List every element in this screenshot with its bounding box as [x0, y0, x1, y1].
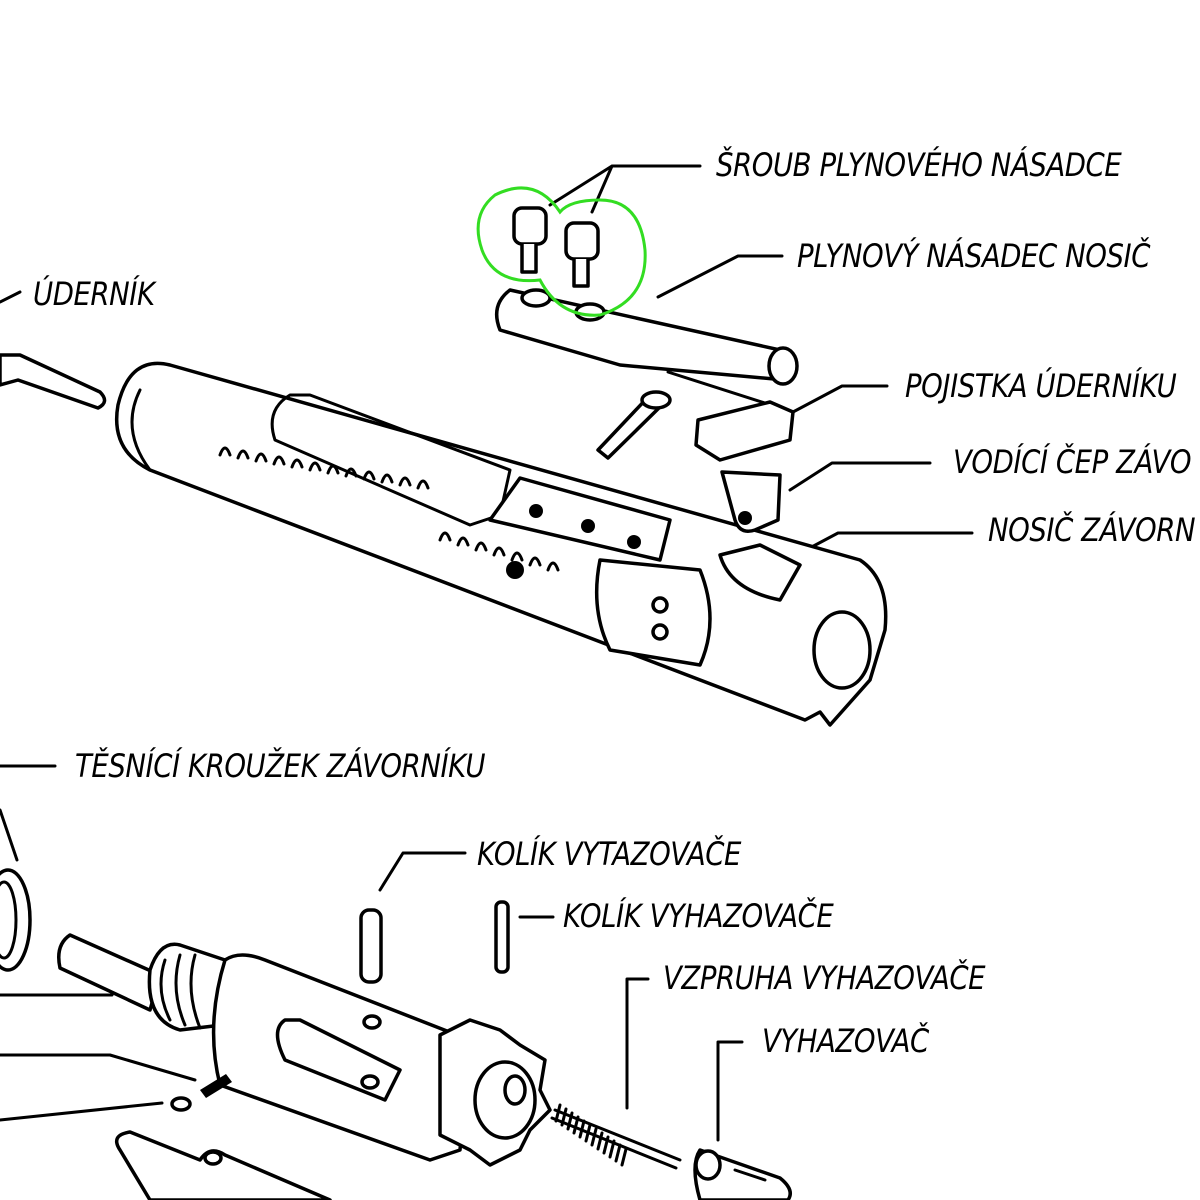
label-bolt-carrier: NOSIČ ZÁVORN	[988, 511, 1196, 549]
gas-key-part	[494, 288, 799, 386]
label-firing-pin-retainer: POJISTKA ÚDERNÍKU	[905, 367, 1177, 405]
leader-extractor-plunger	[0, 1101, 164, 1122]
ejector-part	[693, 1148, 792, 1200]
highlight-circle	[476, 186, 647, 317]
label-ejector: VYHAZOVAČ	[762, 1022, 929, 1060]
extractor-plunger-part	[170, 1096, 192, 1112]
leader-extractor-spring	[0, 1053, 197, 1082]
label-bolt-ring: TĚSNÍCÍ KROUŽEK ZÁVORNÍKU	[75, 747, 486, 785]
leader-gas-key-screw	[548, 164, 702, 214]
gas-key-screws	[512, 206, 600, 288]
cam-pin-part	[694, 400, 795, 533]
label-ejector-pin: KOLÍK VYHAZOVAČE	[563, 897, 834, 935]
leader-cam-pin	[788, 461, 932, 492]
gas-ring-part	[0, 868, 32, 972]
extractor-spring-part	[200, 1074, 232, 1098]
bolt-part	[57, 933, 552, 1167]
leader-extractor-pin	[378, 851, 467, 892]
extractor-pin-part	[359, 908, 383, 984]
leader-bolt-carrier	[804, 531, 974, 552]
leader-ejector-spring	[625, 977, 650, 1110]
label-ejector-spring: VZPRUHA VYHAZOVAČE	[663, 959, 986, 997]
label-cam-pin: VODÍCÍ ČEP ZÁVO	[953, 443, 1192, 481]
leader-gas-key	[656, 254, 784, 299]
carrier-serrations	[218, 446, 560, 572]
extractor-part	[114, 1130, 332, 1200]
leader-ejector	[716, 1040, 744, 1142]
label-extractor-pin: KOLÍK VYTAZOVAČE	[477, 835, 741, 873]
leader-firing-pin-retainer	[666, 370, 889, 414]
label-firing-pin: ÚDERNÍK	[33, 275, 155, 313]
leader-firing-pin	[0, 290, 22, 304]
bolt-carrier-part	[114, 361, 888, 727]
leader-lines	[0, 164, 974, 1142]
leader-bolt-ring	[0, 764, 57, 862]
label-gas-key: PLYNOVÝ NÁSADEC NOSIČ	[797, 237, 1151, 275]
ejector-pin-part	[494, 900, 510, 974]
firing-pin-retainer-part	[596, 390, 672, 460]
label-gas-key-screw: ŠROUB PLYNOVÉHO NÁSADCE	[716, 146, 1122, 184]
firing-pin-part	[0, 353, 107, 410]
ejector-spring-part	[550, 1103, 682, 1170]
